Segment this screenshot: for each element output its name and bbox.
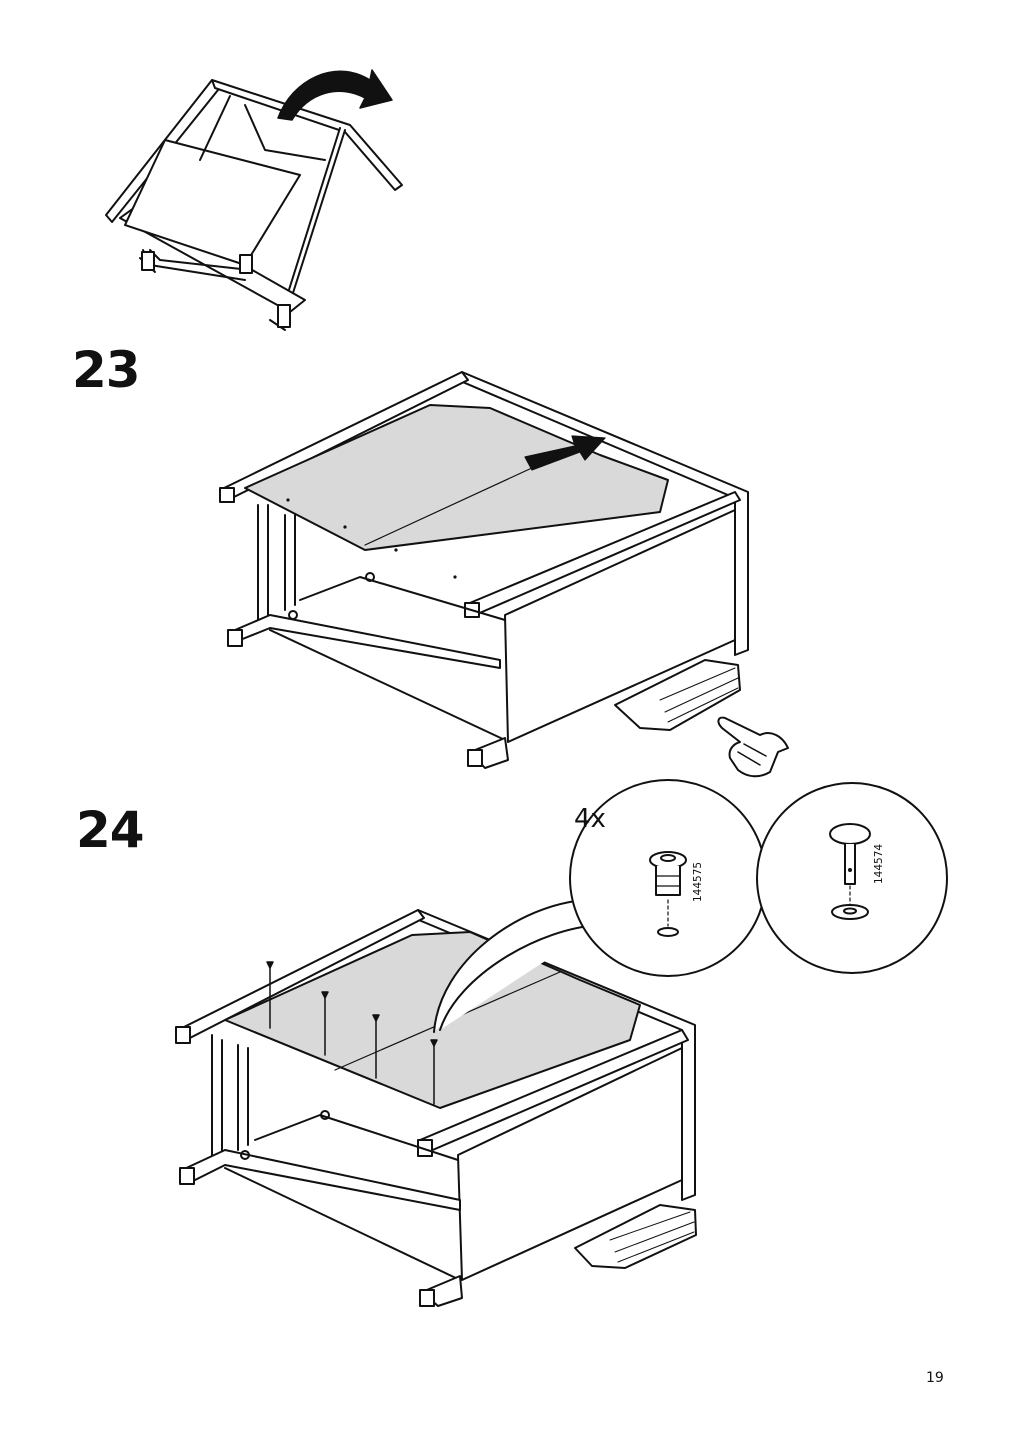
shelf-panel	[244, 404, 669, 551]
part-callout-144574	[756, 782, 948, 974]
shelf-panel	[224, 931, 641, 1109]
step-number: 23	[72, 341, 141, 399]
pointing-hand-icon	[717, 716, 789, 778]
step23-illustration	[219, 371, 749, 769]
dowel-insertions	[266, 961, 438, 1105]
flip-frame-illustration	[105, 79, 403, 331]
page-number: 19	[926, 1370, 944, 1386]
step24-illustration	[175, 899, 697, 1307]
quantity-label: 4x	[574, 804, 606, 834]
push-arrow-icon	[524, 435, 606, 471]
step-number: 24	[76, 801, 145, 859]
part-number-label: 144575	[692, 861, 704, 902]
part-number-label: 144574	[873, 843, 885, 884]
part-callout-144575	[569, 779, 767, 977]
rotate-arrow-icon	[277, 69, 393, 121]
